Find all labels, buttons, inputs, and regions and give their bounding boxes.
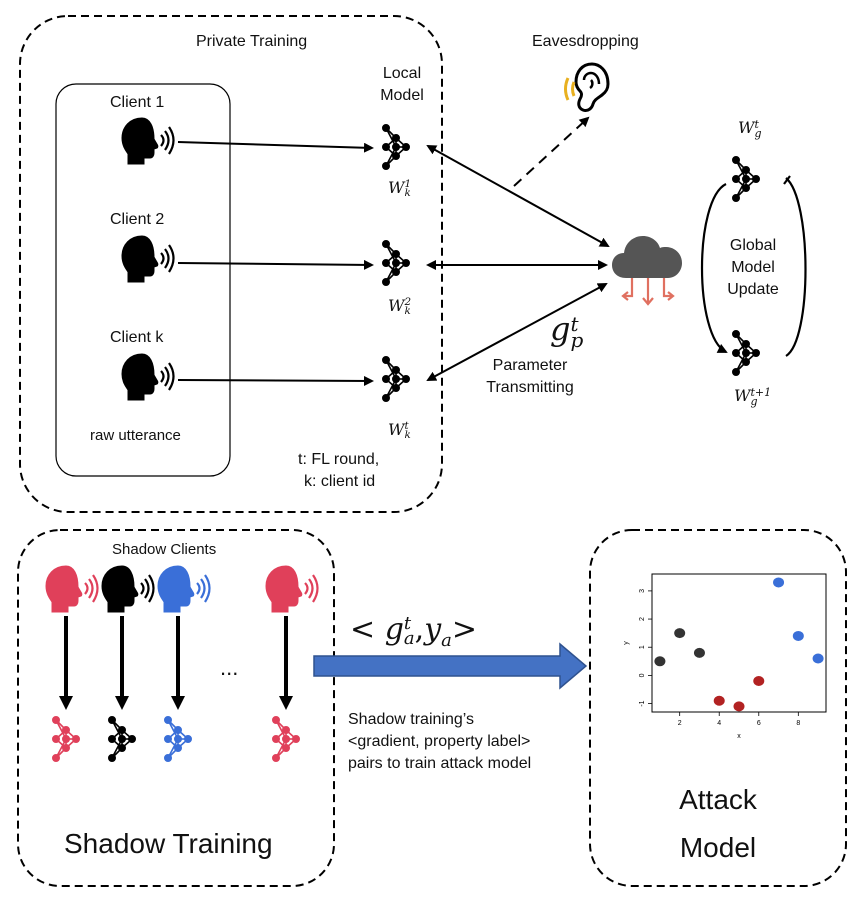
arrow-client2-to-local [177,259,374,270]
arrow-local1-cloud [426,145,610,247]
ear-wave-outer [564,77,570,101]
shadow-training-title: Shadow Training [64,828,273,859]
shadow-desc-line3: pairs to train attack model [348,755,532,772]
global-model-bottom-icon [731,329,761,377]
shadow-to-attack-arrow [313,642,588,690]
legend-line1: t: FL round, [298,451,380,468]
raw-utterance-label: raw utterance [90,427,181,444]
shadow-model-2-icon [108,715,136,763]
local-model-label-line2: Model [380,87,424,104]
y-tick-label: 2 [639,617,646,621]
ear-wave-inner [571,81,576,97]
arrow-clientk-to-local [177,375,374,386]
global-update-line2: Model [731,259,775,276]
y-tick-label: -1 [639,700,646,706]
update-bracket-left [701,183,728,353]
shadow-training-box [17,529,335,887]
x-axis-label: x [737,733,741,740]
global-update-line1: Global [729,237,777,254]
plot-frame [651,573,827,713]
scatter-point [792,630,804,641]
x-tick-label: 2 [678,720,682,727]
param-transmit-line2: Transmitting [486,379,574,396]
shadow-model-1-icon [51,715,80,763]
local-model-2-icon [381,240,411,287]
scatter-point [733,701,745,712]
shadow-client-4-icon [264,564,319,614]
x-tick-label: 4 [717,720,721,727]
shadow-client-3-icon [156,564,211,614]
attack-model-box [589,529,847,887]
client-k-label: Client k [110,329,164,346]
client-2-speaker-icon [120,234,175,284]
cloud-icon [612,236,682,306]
local-model-k-icon [381,355,411,403]
scatter-point [773,577,785,588]
scatter-point [753,676,765,687]
attack-title-line2: Model [679,832,757,863]
ear-icon [564,62,610,112]
shadow-client-2-icon [100,564,155,614]
x-tick-label: 6 [757,720,761,727]
scatter-point [812,653,824,664]
eavesdrop-arrow [513,116,590,187]
local-model-1-icon [381,124,411,170]
scatter-point [693,647,705,658]
arrow-localk-cloud [426,283,608,381]
client-k-speaker-icon [120,352,175,402]
shadow-desc-line1: Shadow training’s [348,711,475,728]
eavesdropping-label: Eavesdropping [532,33,639,50]
client-1-label: Client 1 [110,94,165,111]
scatter-point [654,656,666,667]
attack-title-line1: Attack [679,784,757,815]
shadow-desc-line2: <gradient, property label> [348,733,531,750]
param-transmit-line1: Parameter [492,357,568,374]
shadow-model-3-icon [164,715,192,763]
attack-scatter-plot: 2 4 6 8 -1 0 1 2 3 x y [623,573,827,740]
local-model-label-line1: Local [382,65,422,82]
y-tick-label: 3 [639,589,646,593]
clients-box [55,83,231,477]
legend-line2: k: client id [304,473,376,490]
arrow-client1-to-local [177,141,374,153]
x-tick-label: 8 [796,720,800,727]
shadow-client-1-icon [44,564,99,614]
global-update-line3: Update [727,281,779,298]
y-tick-label: 0 [639,673,646,677]
y-tick-label: 1 [639,645,646,649]
scatter-point [674,628,686,639]
shadow-ellipsis: ... [220,655,239,680]
client-2-label: Client 2 [110,211,165,228]
private-training-title: Private Training [196,33,308,50]
update-bracket-right [785,177,807,357]
shadow-model-4-icon [271,715,301,763]
client-1-speaker-icon [120,116,175,166]
shadow-clients-label: Shadow Clients [112,541,217,558]
y-axis-label: y [623,641,630,645]
scatter-point [713,695,725,706]
global-model-top-icon [731,156,761,202]
